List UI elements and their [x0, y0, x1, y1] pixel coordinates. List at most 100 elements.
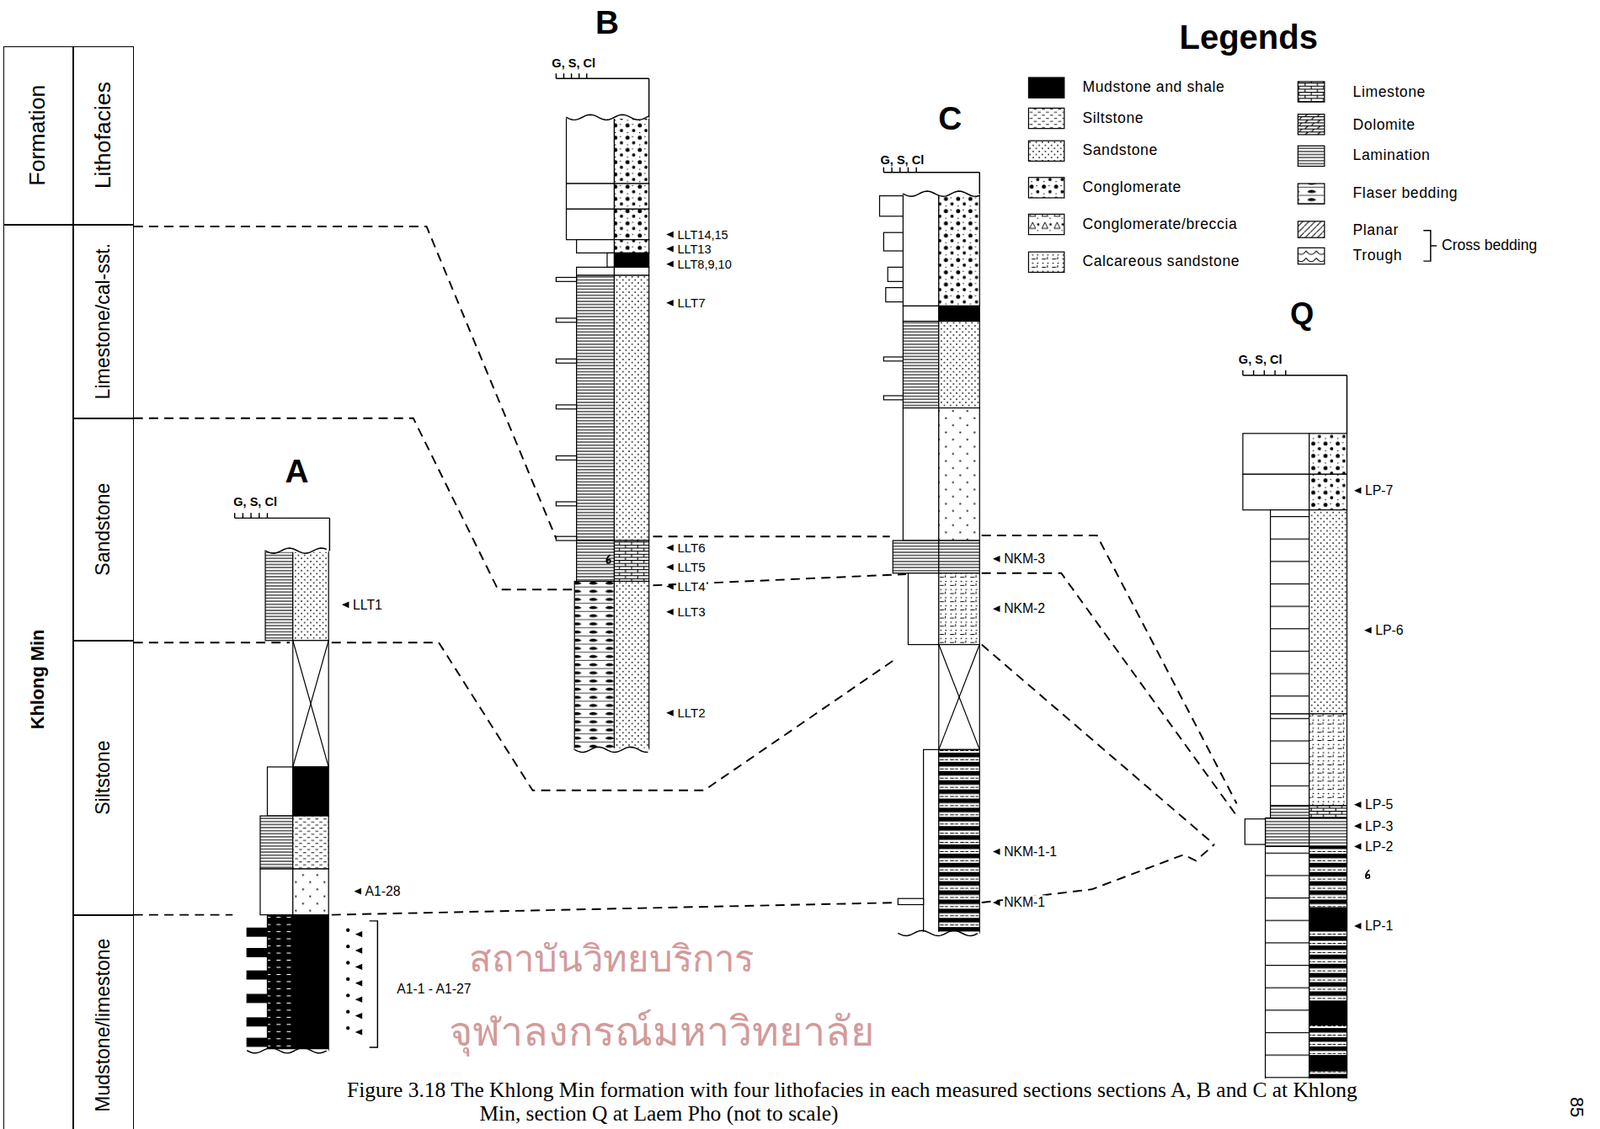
fossil-symbol — [606, 554, 611, 564]
wavy-boundary — [246, 1048, 327, 1054]
bed-ledge — [246, 1018, 267, 1027]
scale-bar — [979, 172, 981, 194]
correlation-line — [133, 641, 290, 644]
sample-pointer — [355, 931, 363, 938]
table-cell: Siltstone — [73, 640, 134, 916]
watermark: จุฬาลงกรณ์มหาวิทยาลัย — [448, 1010, 875, 1056]
legend-swatch — [1028, 107, 1064, 128]
scale-tick — [1274, 370, 1275, 376]
section-name: A — [284, 453, 310, 490]
scale-tick — [242, 512, 244, 518]
grain-size-bed — [576, 240, 615, 254]
wavy-boundary — [574, 746, 648, 752]
legend-label: Sandstone — [1081, 143, 1158, 160]
legend-label: Planar — [1352, 222, 1400, 239]
bed-ledge — [555, 455, 576, 460]
grain-size-bed — [566, 208, 615, 240]
grain-size-bed — [260, 816, 294, 870]
sample-label: A1-28 — [364, 884, 402, 899]
sample-label: LLT14,15 — [676, 228, 729, 242]
scale-tick — [1242, 370, 1243, 376]
correlation-line — [981, 645, 1215, 845]
legend-swatch — [1297, 145, 1325, 166]
sample-pointer — [1354, 801, 1361, 809]
legend-label: Conglomerate — [1081, 179, 1183, 196]
fossil-dot — [346, 944, 350, 949]
bed-ledge — [1309, 1056, 1348, 1072]
lithology-bed — [1309, 714, 1348, 806]
bed-ledge — [887, 266, 903, 282]
sample-label: LP-2 — [1364, 839, 1394, 854]
lithology-bed — [1309, 474, 1348, 510]
grain-size-bed — [902, 193, 939, 306]
covered-interval-cross — [293, 640, 329, 768]
table-cell: Limestone/cal-sst. — [73, 224, 134, 419]
legend-label: Mudstone and shale — [1081, 80, 1226, 96]
legend-swatch — [1028, 77, 1064, 98]
legend-swatch — [1028, 213, 1064, 235]
page-number: 85 — [1566, 1096, 1587, 1119]
scale-label: G, S, Cl — [232, 495, 278, 509]
scale-tick — [266, 512, 268, 518]
scale-tick — [250, 512, 251, 518]
bed-ledge — [246, 1038, 267, 1047]
sample-pointer — [355, 1029, 363, 1035]
sample-label: NKM-1 — [1002, 896, 1046, 911]
sample-label: LLT13 — [676, 242, 712, 256]
edge-mask — [246, 1049, 329, 1052]
bed-ledge — [246, 994, 267, 1003]
scale-tick — [1285, 370, 1286, 376]
columns-group — [133, 73, 1437, 1094]
sample-bracket — [369, 921, 379, 1048]
legend-label: Dolomite — [1352, 117, 1417, 134]
bed-ledge — [1244, 819, 1265, 845]
grain-size-bed — [1265, 846, 1310, 1092]
grain-size-bed — [1270, 714, 1310, 806]
grain-size-bed — [1242, 474, 1310, 510]
bed-ledge — [555, 405, 576, 410]
lithology-bed — [1309, 818, 1348, 848]
grain-size-bed — [574, 581, 614, 750]
lithology-bed — [938, 408, 980, 541]
grain-size-bed — [260, 869, 294, 916]
sample-label: NKM-1-1 — [1002, 844, 1058, 859]
scale-tick — [258, 512, 260, 518]
sample-pointer — [666, 564, 673, 571]
section-name: C — [937, 100, 963, 137]
lithology-bed — [613, 117, 649, 184]
lithology-bed — [1309, 846, 1348, 1092]
table-cell: Mudstone/limestone — [73, 915, 134, 1129]
scale-label: G, S, Cl — [880, 153, 926, 167]
bed-ledge — [883, 395, 903, 400]
sample-pointer — [1354, 922, 1361, 930]
scale-bar — [329, 517, 331, 551]
section-name: Q — [1289, 297, 1315, 331]
scale-tick — [578, 73, 580, 79]
bed-ledge — [246, 928, 267, 937]
lithology-bed — [938, 749, 980, 934]
sample-pointer — [355, 964, 363, 971]
sample-label: LLT1 — [352, 597, 384, 613]
correlation-line — [981, 844, 1215, 903]
scale-tick — [555, 73, 557, 79]
scale-tick — [883, 167, 885, 173]
edge-mask — [566, 116, 650, 119]
grain-size-bed — [266, 915, 293, 1051]
legend-swatch — [1297, 114, 1325, 135]
fossil-dot — [346, 1010, 350, 1014]
cell-label: Limestone/cal-sst. — [92, 243, 114, 400]
sample-pointer — [1354, 487, 1361, 495]
wavy-boundary — [265, 548, 327, 554]
lithology-bed — [613, 183, 649, 209]
lithology-bed — [938, 305, 980, 321]
sample-label: LP-5 — [1364, 797, 1394, 812]
correlation-line — [331, 902, 899, 916]
grain-size-bed — [1270, 805, 1310, 819]
cell-label: Mudstone/limestone — [92, 938, 114, 1112]
bed-ledge — [883, 357, 903, 362]
fossil-dot — [346, 960, 350, 965]
correlation-line — [331, 642, 893, 791]
sample-pointer — [355, 1013, 363, 1019]
edge-mask — [897, 932, 980, 935]
